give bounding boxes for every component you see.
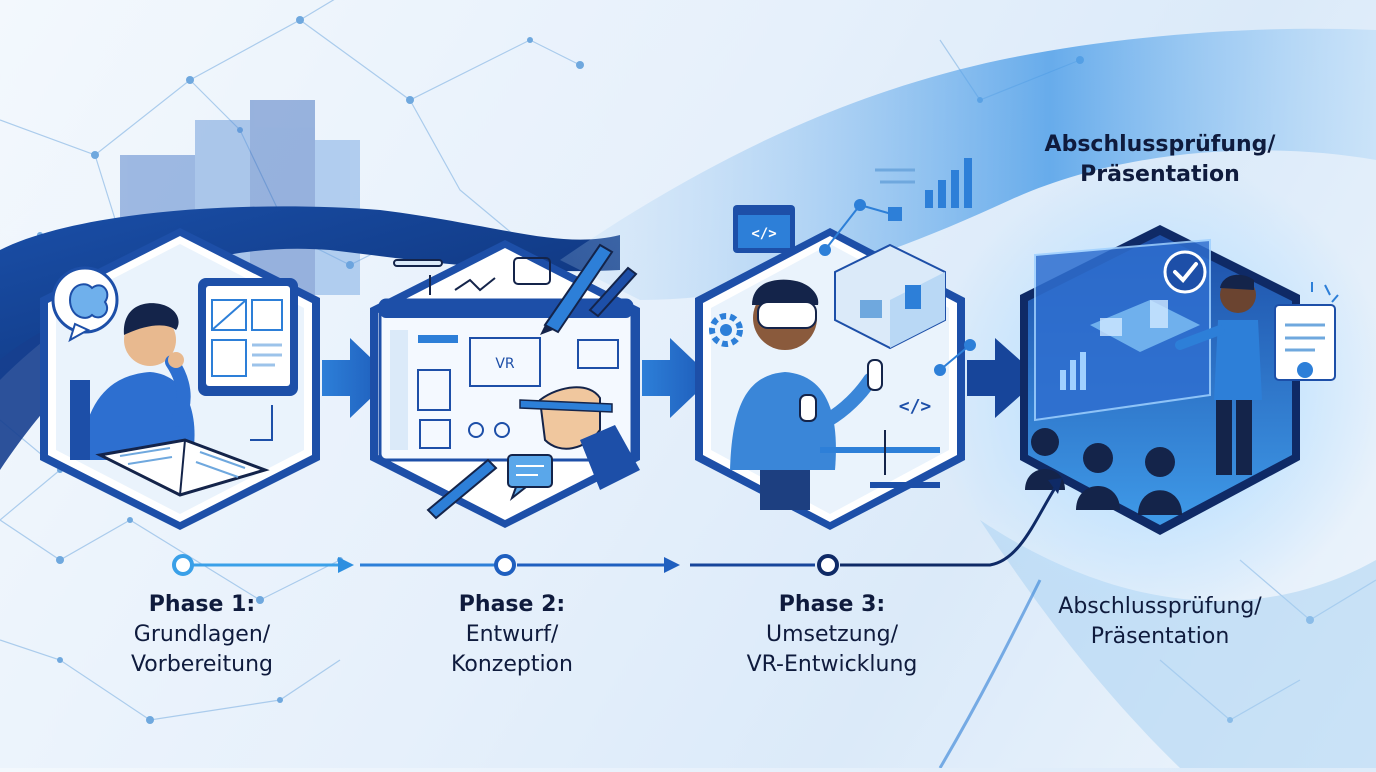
phase1-line1: Grundlagen/ [133,622,271,647]
phase1-label: Phase 1: Grundlagen/ Vorbereitung [92,590,312,680]
final-label-bottom: Abschlussprüfung/ Präsentation [1020,592,1300,652]
phase3-line1: Umsetzung/ [766,622,898,647]
phase1-line2: Vorbereitung [130,652,274,677]
final-top-line1: Abschlussprüfung/ [1044,132,1276,157]
bar-chart-icon [875,158,972,208]
phase2-title: Phase 2: [458,592,566,617]
phase3-line2: VR-Entwicklung [746,652,918,677]
timeline-node-phase1 [172,554,194,576]
hologram-screen-icon [1034,238,1211,422]
check-badge-icon [1163,250,1207,294]
phase2-line1: Entwurf/ [465,622,559,647]
presenter-figure [1175,274,1262,475]
final-top-line2: Präsentation [1080,162,1240,187]
node-links [819,199,976,376]
gear-icon [709,313,743,347]
phase2-label: Phase 2: Entwurf/ Konzeption [402,590,622,680]
timeline-strip [820,430,940,488]
student-figure [70,303,195,460]
final-bottom-line2: Präsentation [1090,624,1230,649]
code-tag-text: </> [899,396,932,417]
phase3-title: Phase 3: [778,592,886,617]
final-bottom-line1: Abschlussprüfung/ [1058,594,1262,619]
certificate-icon [1274,282,1339,381]
phase2-line2: Konzeption [451,652,573,677]
code-window-text: </> [751,226,776,242]
final-panel [1020,225,1339,535]
phase1-title: Phase 1: [148,592,256,617]
book-icon [95,438,270,497]
phase1-panel [40,228,320,530]
vr-headset-figure [730,279,883,510]
arrow-phase1-to-2 [322,338,392,418]
sketch-doodles [393,257,551,295]
code-window-icon: </> [733,205,795,253]
phase2-panel: VR [370,240,640,528]
progress-timeline [172,478,1062,576]
phase3-label: Phase 3: Umsetzung/ VR-Entwicklung [712,590,952,680]
final-label-top: Abschlussprüfung/ Präsentation [1010,130,1310,190]
phase3-panel: </> [695,158,976,530]
wave-right-stroke [938,579,1042,769]
vr-sign-text: VR [495,356,515,372]
hand-drawing-icon [519,386,640,490]
pen-icon [426,243,638,520]
arrow-phase2-to-3 [642,338,712,418]
isometric-room-icon [834,243,946,350]
brain-icon [51,266,119,343]
arrow-phase3-to-final [967,338,1040,418]
timeline-node-phase2 [494,554,516,576]
timeline-node-phase3 [817,554,839,576]
chat-bubble-icon [507,454,553,501]
tablet-blueprint-icon [198,278,298,396]
